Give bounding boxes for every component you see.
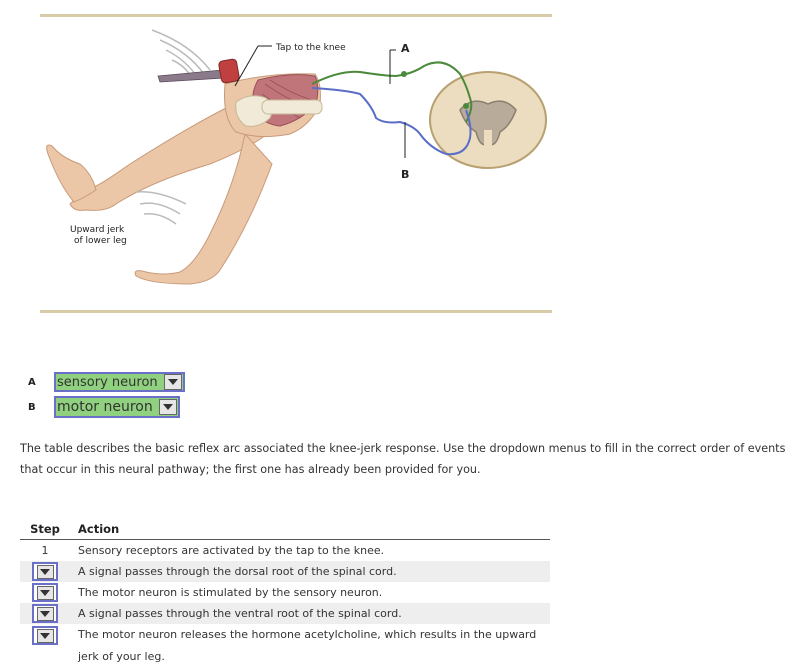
lower-leg-raised [69, 105, 271, 211]
table-row: The motor neuron is stimulated by the se… [20, 582, 550, 603]
action-text: The motor neuron releases the hormone ac… [78, 628, 537, 663]
jerk-motion-lines [135, 191, 187, 225]
label-b: B [401, 168, 409, 181]
table-header-row: Step Action [20, 518, 550, 540]
label-a: A [401, 42, 410, 55]
jerk-label-line2: of lower leg [74, 236, 127, 246]
chevron-down-icon[interactable] [158, 399, 177, 415]
action-header: Action [70, 518, 550, 540]
reflex-hammer [157, 58, 240, 84]
step-dropdown-4[interactable] [32, 604, 58, 623]
figure-top-border [40, 14, 552, 17]
step-dropdown-5[interactable] [32, 626, 58, 645]
action-text: A signal passes through the dorsal root … [70, 561, 550, 582]
sensory-neuron-path [311, 61, 473, 123]
answer-row-a: A sensory neuron [28, 371, 185, 393]
chevron-down-icon[interactable] [36, 628, 54, 643]
knee-jerk-reflex-diagram: Tap to the knee Upward jerk of lower leg… [40, 14, 552, 313]
chevron-down-icon[interactable] [36, 564, 54, 579]
step-header: Step [20, 518, 70, 540]
step-cell [20, 561, 70, 582]
chevron-down-icon[interactable] [163, 374, 182, 390]
dropdown-a[interactable]: sensory neuron [54, 372, 185, 392]
foot-raised [46, 144, 97, 203]
chevron-down-icon[interactable] [36, 585, 54, 600]
table-row: A signal passes through the ventral root… [20, 603, 550, 624]
table-row: A signal passes through the dorsal root … [20, 561, 550, 582]
dropdown-b[interactable]: motor neuron [54, 396, 180, 418]
femur-bone [261, 99, 323, 115]
action-text: Sensory receptors are activated by the t… [78, 544, 385, 557]
action-text: The motor neuron is stimulated by the se… [78, 586, 383, 599]
chevron-down-icon[interactable] [36, 606, 54, 621]
motor-neuron-path [311, 87, 472, 156]
sensory-ganglion [401, 71, 407, 77]
answer-key-b: B [28, 401, 36, 413]
step-cell [20, 603, 70, 624]
action-text: A signal passes through the ventral root… [70, 603, 550, 624]
tap-label: Tap to the knee [275, 43, 346, 53]
step-dropdown-2[interactable] [32, 562, 58, 581]
lower-leg-rest [134, 132, 273, 285]
spinal-cord-section [429, 71, 547, 169]
tap-callout-line [234, 45, 259, 87]
table-row: 1 Sensory receptors are activated by the… [20, 540, 550, 562]
dropdown-b-value: motor neuron [57, 399, 153, 415]
figure-bottom-border [40, 310, 552, 313]
answer-key-a: A [28, 376, 36, 388]
step-cell [20, 582, 70, 603]
sensory-terminal [463, 103, 469, 109]
step-dropdown-3[interactable] [32, 583, 58, 602]
steps-table: Step Action 1 Sensory receptors are acti… [20, 518, 550, 668]
answer-row-b: B motor neuron [28, 396, 180, 418]
step-cell [20, 624, 70, 668]
table-row: The motor neuron releases the hormone ac… [20, 624, 550, 668]
jerk-label-line1: Upward jerk [70, 225, 125, 235]
step-number: 1 [41, 544, 49, 557]
instructions-text: The table describes the basic reflex arc… [20, 442, 786, 476]
dropdown-a-value: sensory neuron [57, 374, 158, 390]
